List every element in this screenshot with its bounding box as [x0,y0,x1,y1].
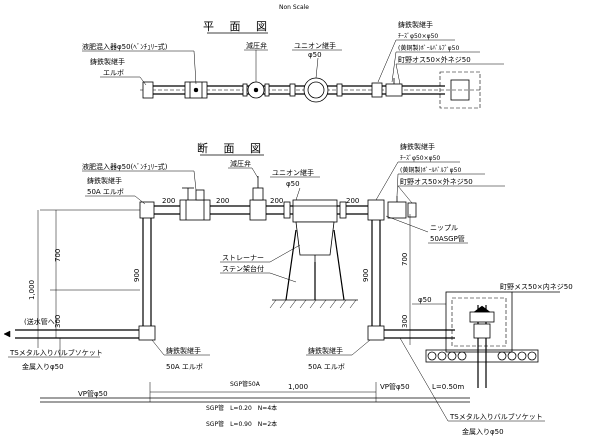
dim-200-4: 200 [346,197,359,205]
dim-700-right: 700 [401,253,409,266]
scale-note: Non Scale [279,4,309,11]
sec-label-metal-left: 金属入りφ50 [22,362,64,371]
sec-label-fertilizer: 液肥混入器φ50(ﾍﾞﾝﾁｭﾘｰ式) [82,162,168,171]
dim-200-1: 200 [162,197,175,205]
plan-view: 平 面 図 液肥混入器φ50(ﾍﾞﾝﾁｭﾘｰ式) [82,20,504,109]
sec-label-ball-valve: (黄銅製)ﾎﾞｰﾙﾊﾞﾙﾌﾞφ50 [400,166,461,174]
sec-label-elbow-bm: 50A エルボ [308,363,345,371]
plan-label-tees: ﾁｰｽﾞφ50×φ50 [398,33,438,40]
plan-label-castiron-right: 鋳鉄製継手 [398,20,433,29]
sec-label-vp-right: VP管φ50 [380,382,410,391]
sec-label-stand: ステン架台付 [222,264,264,273]
plan-label-fertilizer: 液肥混入器φ50(ﾍﾞﾝﾁｭﾘｰ式) [82,42,168,51]
sec-label-castiron-left: 鋳鉄製継手 [87,176,122,185]
sec-label-nipple: ニップル [430,224,458,232]
plan-label-elbow-left: エルボ [103,69,124,77]
sec-label-ts-left: TSメタル入りバルブソケット [9,348,103,357]
dim-300-right: 300 [401,315,409,328]
sec-label-union: ユニオン継手 [272,168,314,177]
sec-label-elbow-left: 50A エルボ [87,188,124,196]
dim-900-left: 900 [133,269,141,282]
dim-300-left: 300 [54,315,62,328]
dim-900-right: 900 [362,269,370,282]
plan-title: 平 面 図 [203,20,273,33]
dim-700-left: 700 [54,249,62,262]
sec-label-castiron-bm: 鋳鉄製継手 [308,346,343,355]
sec-label-metal-right: 金属入りφ50 [462,427,504,436]
plan-label-ball-valve: (黄銅製)ﾎﾞｰﾙﾊﾞﾙﾌﾞφ50 [398,44,459,52]
sec-label-phi50: φ50 [418,296,432,304]
section-view: 断 面 図 [3,141,573,436]
sec-label-machino-female: 町野メス50×内ネジ50 [500,282,573,291]
dim-200-2: 200 [216,197,229,205]
sec-label-sgp-2: SGP管 L=0.90 N=2本 [206,420,277,428]
sec-label-elbow-bl: 50A エルボ [166,363,203,371]
sec-label-machino: 町野オス50×外ネジ50 [400,177,473,186]
plan-label-union-size: φ50 [308,51,322,59]
sec-label-nipple-pipe: 50ASGP管 [430,234,465,243]
sec-label-vp-len: L=0.50m [432,383,464,391]
sec-label-to-water: (送水管へ) [24,317,58,326]
section-title: 断 面 図 [197,141,267,155]
sec-label-sgp-50a: SGP管50A [230,380,261,388]
plan-label-castiron-left: 鋳鉄製継手 [90,57,125,66]
sec-label-reducing-valve: 減圧弁 [230,159,251,168]
plan-label-machino: 町野オス50×外ネジ50 [398,55,471,64]
sec-label-tees: ﾁｰｽﾞφ50×φ50 [400,155,440,162]
sec-label-vp-left: VP管φ50 [78,389,108,398]
dim-1000-bottom: 1,000 [288,383,308,391]
sec-label-castiron-bl: 鋳鉄製継手 [166,346,201,355]
dim-200-3: 200 [270,197,283,205]
dim-1000-left: 1,000 [28,280,36,300]
sec-label-castiron-right: 鋳鉄製継手 [400,142,435,151]
sec-label-union-size: φ50 [286,180,300,188]
plan-label-union: ユニオン継手 [294,41,336,50]
sec-label-sgp-1: SGP管 L=0.20 N=4本 [206,404,277,412]
sec-label-strainer: ストレーナー [222,254,264,262]
sec-label-ts-right: TSメタル入りバルブソケット [449,412,543,421]
plan-label-reducing-valve: 減圧弁 [246,41,267,50]
